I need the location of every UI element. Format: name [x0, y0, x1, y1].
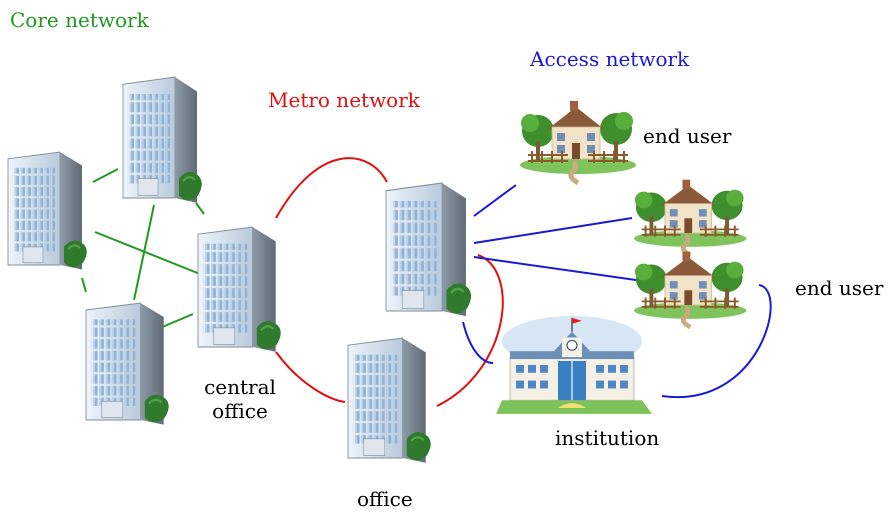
office-building-icon	[346, 336, 432, 465]
office-label: office	[357, 487, 413, 511]
institution-building-icon	[495, 315, 653, 415]
office-building-icon	[6, 150, 88, 271]
central-office-label: central office	[190, 375, 290, 423]
metro-link	[275, 351, 346, 403]
office-building-icon	[121, 75, 203, 205]
core-link	[94, 231, 201, 275]
house-icon	[520, 101, 636, 183]
metro-network-label: Metro network	[268, 88, 420, 112]
institution-label: institution	[555, 426, 660, 450]
office-building-icon	[84, 301, 170, 426]
metro-network-links	[275, 157, 504, 407]
core-network-links	[81, 168, 205, 329]
central-office-line2: office	[212, 399, 268, 423]
access-network-links	[462, 184, 772, 399]
end-user-label: end user	[795, 276, 884, 300]
access-network-label: Access network	[530, 47, 690, 71]
house-icon	[634, 252, 747, 327]
end-user-label: end user	[643, 124, 732, 148]
central-office-line1: central	[204, 375, 276, 399]
core-link	[195, 202, 205, 215]
core-link	[133, 204, 155, 301]
metro-link	[436, 254, 504, 407]
metro-link	[275, 157, 388, 219]
access-link	[661, 284, 772, 399]
core-network-label: Core network	[10, 8, 149, 32]
core-link	[159, 313, 194, 329]
office-building-icon	[384, 181, 473, 318]
core-link	[92, 168, 119, 183]
access-link	[473, 256, 637, 281]
house-icon	[634, 180, 747, 255]
office-building-icon	[196, 225, 282, 354]
core-link	[81, 277, 87, 293]
access-link	[473, 217, 633, 244]
access-link	[473, 184, 517, 217]
access-link	[462, 321, 494, 364]
